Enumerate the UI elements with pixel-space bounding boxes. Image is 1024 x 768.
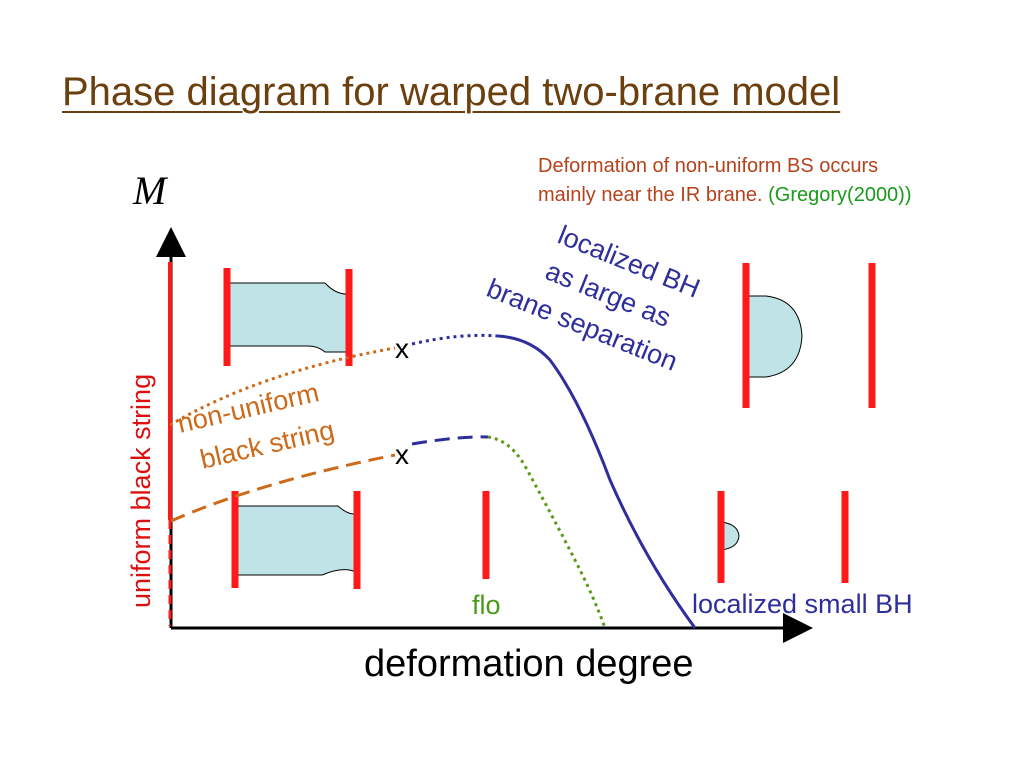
uniform-label: uniform black string	[126, 374, 156, 608]
transition-marker-upper: x	[395, 333, 409, 364]
transition-marker-lower: x	[395, 439, 409, 470]
localized-bh-small-blob	[720, 521, 740, 551]
nonuniform-label: non-uniform black string	[175, 377, 337, 474]
flow-label: flo	[472, 590, 501, 620]
note-line-2-text: mainly near the IR brane.	[538, 184, 769, 206]
localized-branch-lower-dashed	[411, 435, 489, 446]
localized-small-label: localized small BH	[692, 589, 913, 619]
slide-title: Phase diagram for warped two-brane model	[62, 70, 841, 114]
x-axis-label: deformation degree	[364, 643, 694, 685]
nonuniform-branch-upper	[169, 346, 396, 427]
localized-branch-upper-solid	[497, 334, 697, 629]
y-axis-label: M	[132, 168, 169, 213]
nonuniform-branch-lower	[170, 453, 396, 523]
localized-branch-upper-dotted	[411, 333, 499, 346]
localized-large-label: localized BH as large as brane separatio…	[483, 220, 705, 377]
note-line-2: mainly near the IR brane. (Gregory(2000)…	[538, 181, 912, 210]
nonuniform-string-blob-upper	[227, 282, 350, 353]
localized-bh-large-blob	[748, 295, 803, 378]
flow-branch	[487, 435, 607, 629]
nonuniform-string-blob-lower	[234, 505, 357, 576]
note-reference: (Gregory(2000))	[768, 184, 912, 206]
note-line-1: Deformation of non-uniform BS occurs	[538, 155, 879, 177]
deformation-note: Deformation of non-uniform BS occurs mai…	[538, 152, 912, 210]
